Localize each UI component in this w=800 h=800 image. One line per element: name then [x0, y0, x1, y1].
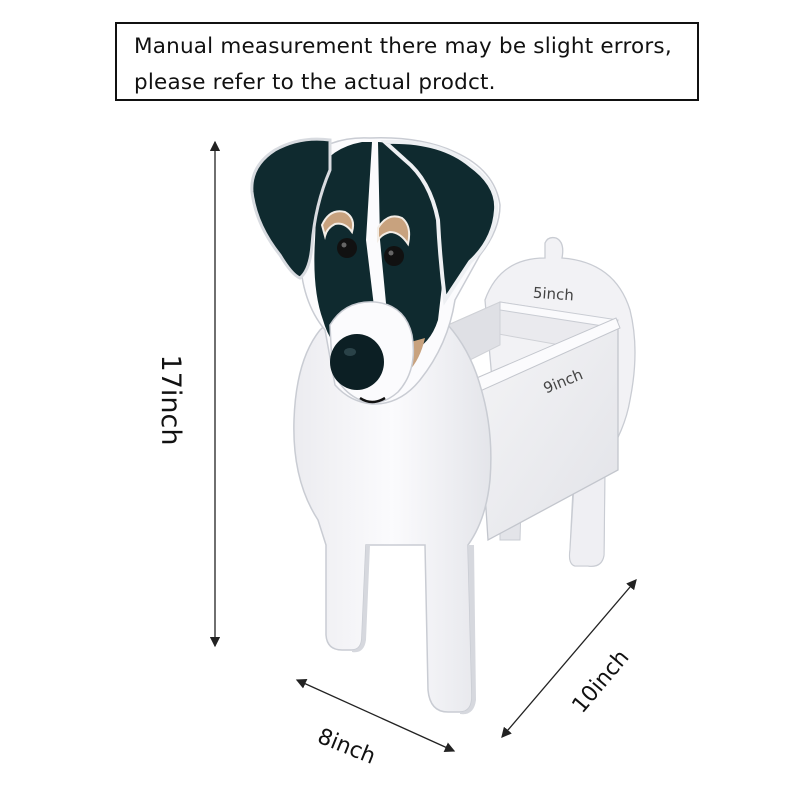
right-eye-shine: [388, 250, 394, 256]
mouth: [359, 396, 386, 404]
front-leg-edge-2: [460, 545, 476, 715]
width-label: 8inch: [314, 724, 379, 770]
right-eye: [384, 246, 404, 266]
front-body-panel: [293, 304, 492, 713]
height-label: 17inch: [155, 355, 186, 446]
right-ear: [379, 139, 499, 306]
right-eyebrow: [377, 215, 411, 247]
notice-line-2: please refer to the actual prodct.: [134, 70, 496, 95]
left-eye: [337, 238, 357, 258]
nose: [330, 334, 384, 390]
height-dimension: 17inch: [155, 140, 221, 648]
left-ear: [250, 137, 332, 280]
notice-line-1: Manual measurement there may be slight e…: [134, 34, 672, 59]
measurement-notice: Manual measurement there may be slight e…: [115, 22, 699, 101]
left-eyebrow: [320, 210, 355, 240]
front-leg-edge: [352, 545, 370, 653]
nose-shine: [344, 348, 356, 356]
depth-label: 10inch: [568, 645, 635, 718]
depth-dimension: 10inch: [501, 579, 637, 738]
left-eye-shine: [341, 242, 347, 248]
box-top-width-label: 5inch: [532, 284, 574, 305]
dog-planter: 5inch 9inch: [250, 137, 636, 715]
